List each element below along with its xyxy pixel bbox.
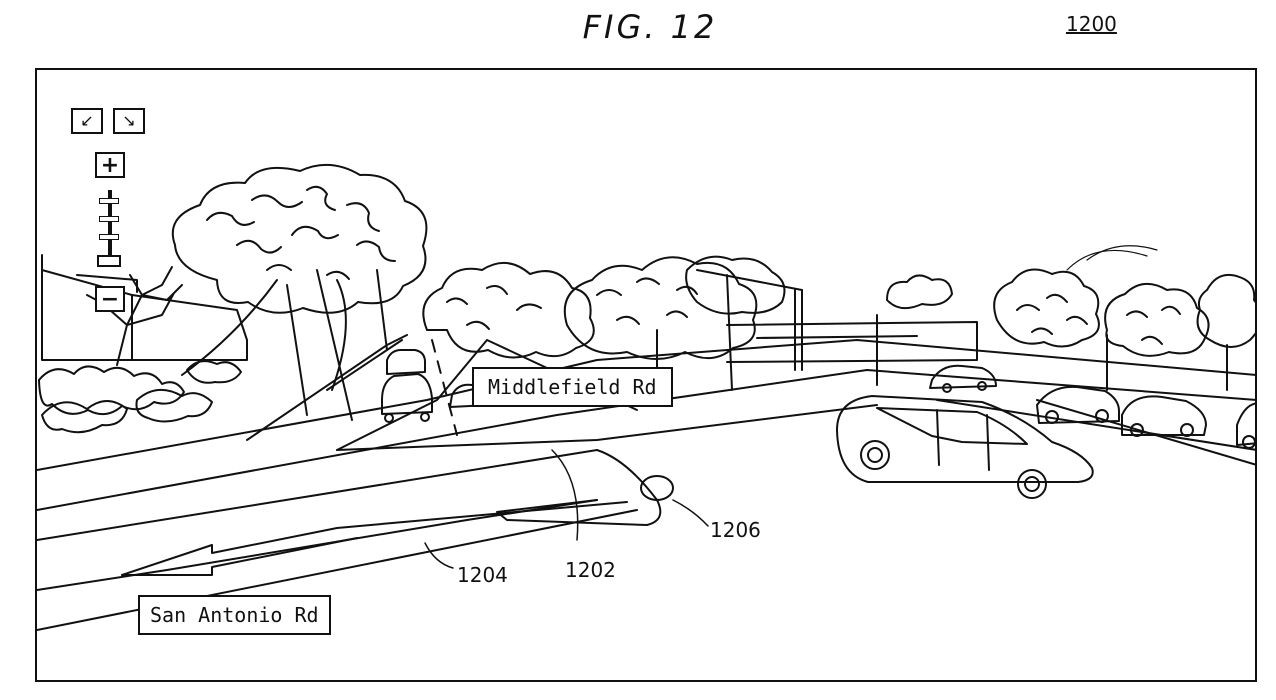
left-building xyxy=(41,254,248,361)
street-label-cross[interactable]: Middlefield Rd xyxy=(472,367,673,407)
zoom-slider-thumb[interactable] xyxy=(97,255,121,267)
arrow-down-right-icon: ↘ xyxy=(122,111,136,130)
leader-lines xyxy=(424,449,709,569)
reference-numeral-1204: 1204 xyxy=(457,563,508,587)
right-background xyxy=(726,245,1255,391)
zoom-slider-tick xyxy=(99,216,119,222)
zoom-slider-track[interactable] xyxy=(99,190,119,262)
figure-number: 1200 xyxy=(1066,12,1117,36)
pan-left-button[interactable]: ↙ xyxy=(71,108,103,134)
pan-right-button[interactable]: ↘ xyxy=(113,108,145,134)
zoom-slider-tick xyxy=(99,234,119,240)
middle-trees xyxy=(422,255,786,360)
location-marker-shape xyxy=(640,475,674,501)
minivan xyxy=(836,395,1094,499)
arrow-down-left-icon: ↙ xyxy=(80,111,94,130)
reference-numeral-1202: 1202 xyxy=(565,558,616,582)
street-view-viewport[interactable]: ↙ ↘ + − Middlefield Rd San Antonio Rd 12… xyxy=(35,68,1257,682)
utility-poles xyxy=(656,269,878,391)
left-bare-tree xyxy=(86,266,183,366)
figure-title: FIG. 12 xyxy=(582,8,718,46)
zoom-in-button[interactable]: + xyxy=(95,152,125,178)
navigation-arrow-shape xyxy=(121,501,628,576)
distant-cars xyxy=(381,349,1255,449)
zoom-slider-tick xyxy=(99,198,119,204)
reference-numeral-1206: 1206 xyxy=(710,518,761,542)
left-bushes xyxy=(38,360,242,434)
street-label-primary[interactable]: San Antonio Rd xyxy=(138,595,331,635)
zoom-out-button[interactable]: − xyxy=(95,286,125,312)
minus-icon: − xyxy=(100,286,120,312)
large-tree-left xyxy=(171,163,428,421)
plus-icon: + xyxy=(100,152,120,178)
